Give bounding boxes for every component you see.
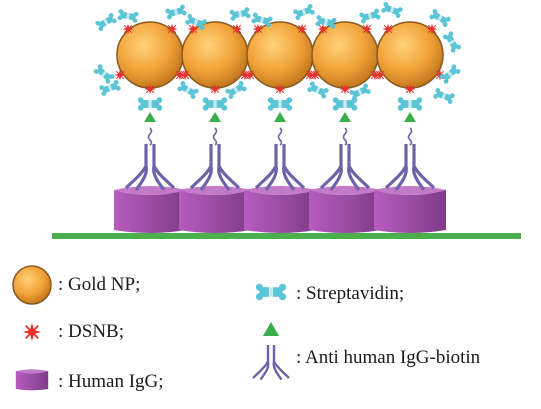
dsnb-molecule	[144, 83, 156, 95]
dsnb-molecule	[404, 83, 416, 95]
nanoparticle-assembly	[52, 1, 521, 239]
gold-nanoparticle	[376, 21, 444, 89]
biotin-triangle	[209, 112, 221, 122]
streptavidin	[306, 80, 330, 100]
dsnb-molecule	[274, 83, 286, 95]
biotin-triangle	[274, 112, 286, 122]
human-igg	[244, 186, 316, 233]
biotin-linker	[342, 127, 348, 146]
streptavidin	[358, 8, 382, 24]
streptavidin	[202, 97, 228, 111]
streptavidin	[164, 4, 188, 20]
dsnb-molecule	[114, 69, 126, 81]
biotin-triangle	[144, 112, 156, 122]
dsnb-molecule	[209, 83, 221, 95]
gold-nanoparticle-icon	[12, 265, 52, 305]
anti-igg-biotin-icon	[251, 322, 291, 381]
anti-igg-antibody	[319, 142, 371, 192]
streptavidin	[117, 8, 139, 24]
human-igg	[309, 186, 381, 233]
legend-label-gold-np: : Gold NP;	[58, 274, 141, 295]
dsnb-molecule	[374, 69, 386, 81]
gold-nanoparticle	[246, 21, 314, 89]
streptavidin	[94, 12, 118, 32]
streptavidin	[380, 1, 404, 19]
biotin-linker	[277, 127, 283, 146]
gold-nanoparticle	[311, 21, 379, 89]
human-igg-icon	[15, 369, 49, 391]
dsnb-star-icon	[22, 322, 42, 342]
streptavidin-icon	[255, 283, 287, 301]
streptavidin	[229, 6, 251, 22]
biotin-linker	[407, 127, 413, 146]
human-igg	[179, 186, 251, 233]
anti-igg-antibody	[124, 142, 176, 192]
streptavidin	[432, 87, 456, 105]
legend-label-streptavidin: : Streptavidin;	[296, 283, 405, 304]
biotin-triangle	[404, 112, 416, 122]
streptavidin	[267, 97, 293, 111]
human-igg	[374, 186, 446, 233]
dsnb-molecule	[244, 69, 256, 81]
dsnb-molecule	[309, 69, 321, 81]
streptavidin	[137, 97, 163, 111]
legend-label-dsnb: : DSNB;	[58, 321, 124, 342]
biotin-triangle	[339, 112, 351, 122]
streptavidin	[442, 30, 462, 54]
legend-label-human-igg: : Human IgG;	[58, 371, 164, 392]
anti-igg-antibody	[254, 142, 306, 192]
gold-nanoparticle	[116, 21, 184, 89]
human-igg	[114, 186, 186, 233]
substrate-surface	[52, 233, 521, 239]
streptavidin	[397, 97, 423, 111]
biotin-linker	[212, 127, 218, 146]
streptavidin	[92, 63, 116, 85]
dsnb-molecule	[339, 83, 351, 95]
gold-nanoparticle	[181, 21, 249, 89]
streptavidin	[315, 14, 337, 30]
anti-igg-antibody	[384, 142, 436, 192]
streptavidin	[176, 80, 200, 100]
anti-igg-antibody	[189, 142, 241, 192]
streptavidin	[292, 3, 316, 21]
legend-label-anti-igg-biotin: : Anti human IgG-biotin	[296, 347, 481, 368]
biotin-linker	[147, 127, 153, 146]
dsnb-molecule	[179, 69, 191, 81]
